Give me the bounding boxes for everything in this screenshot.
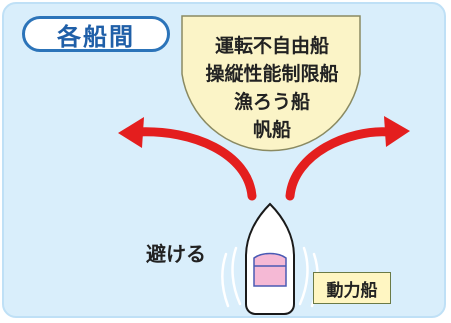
vessel-line: 漁ろう船 (233, 91, 310, 113)
title-text: 各船間 (57, 22, 135, 51)
priority-vessels-area (181, 15, 361, 152)
right-turn-arrow (285, 127, 395, 201)
left-turn-arrow (131, 127, 257, 201)
power-boat-label-text: 動力船 (326, 280, 378, 301)
diagram-graphics (118, 15, 410, 315)
avoid-label: 避ける (146, 242, 206, 266)
power-boat-label: 動力船 (313, 272, 391, 304)
boat-cabin (253, 252, 287, 287)
title-badge: 各船間 (22, 16, 170, 52)
diagram-panel: 各船間 運転不自由船 操縦性能制限船 漁ろう船 帆船 避ける 動力船 (2, 2, 446, 318)
priority-vessels-list: 運転不自由船 操縦性能制限船 漁ろう船 帆船 (142, 32, 402, 144)
left-arrowhead (118, 117, 144, 148)
right-arrowhead (384, 116, 410, 147)
power-boat (245, 202, 295, 315)
vessel-line: 運転不自由船 (214, 35, 329, 57)
vessel-line: 帆船 (252, 119, 291, 141)
vessel-line: 操縦性能制限船 (205, 63, 339, 85)
